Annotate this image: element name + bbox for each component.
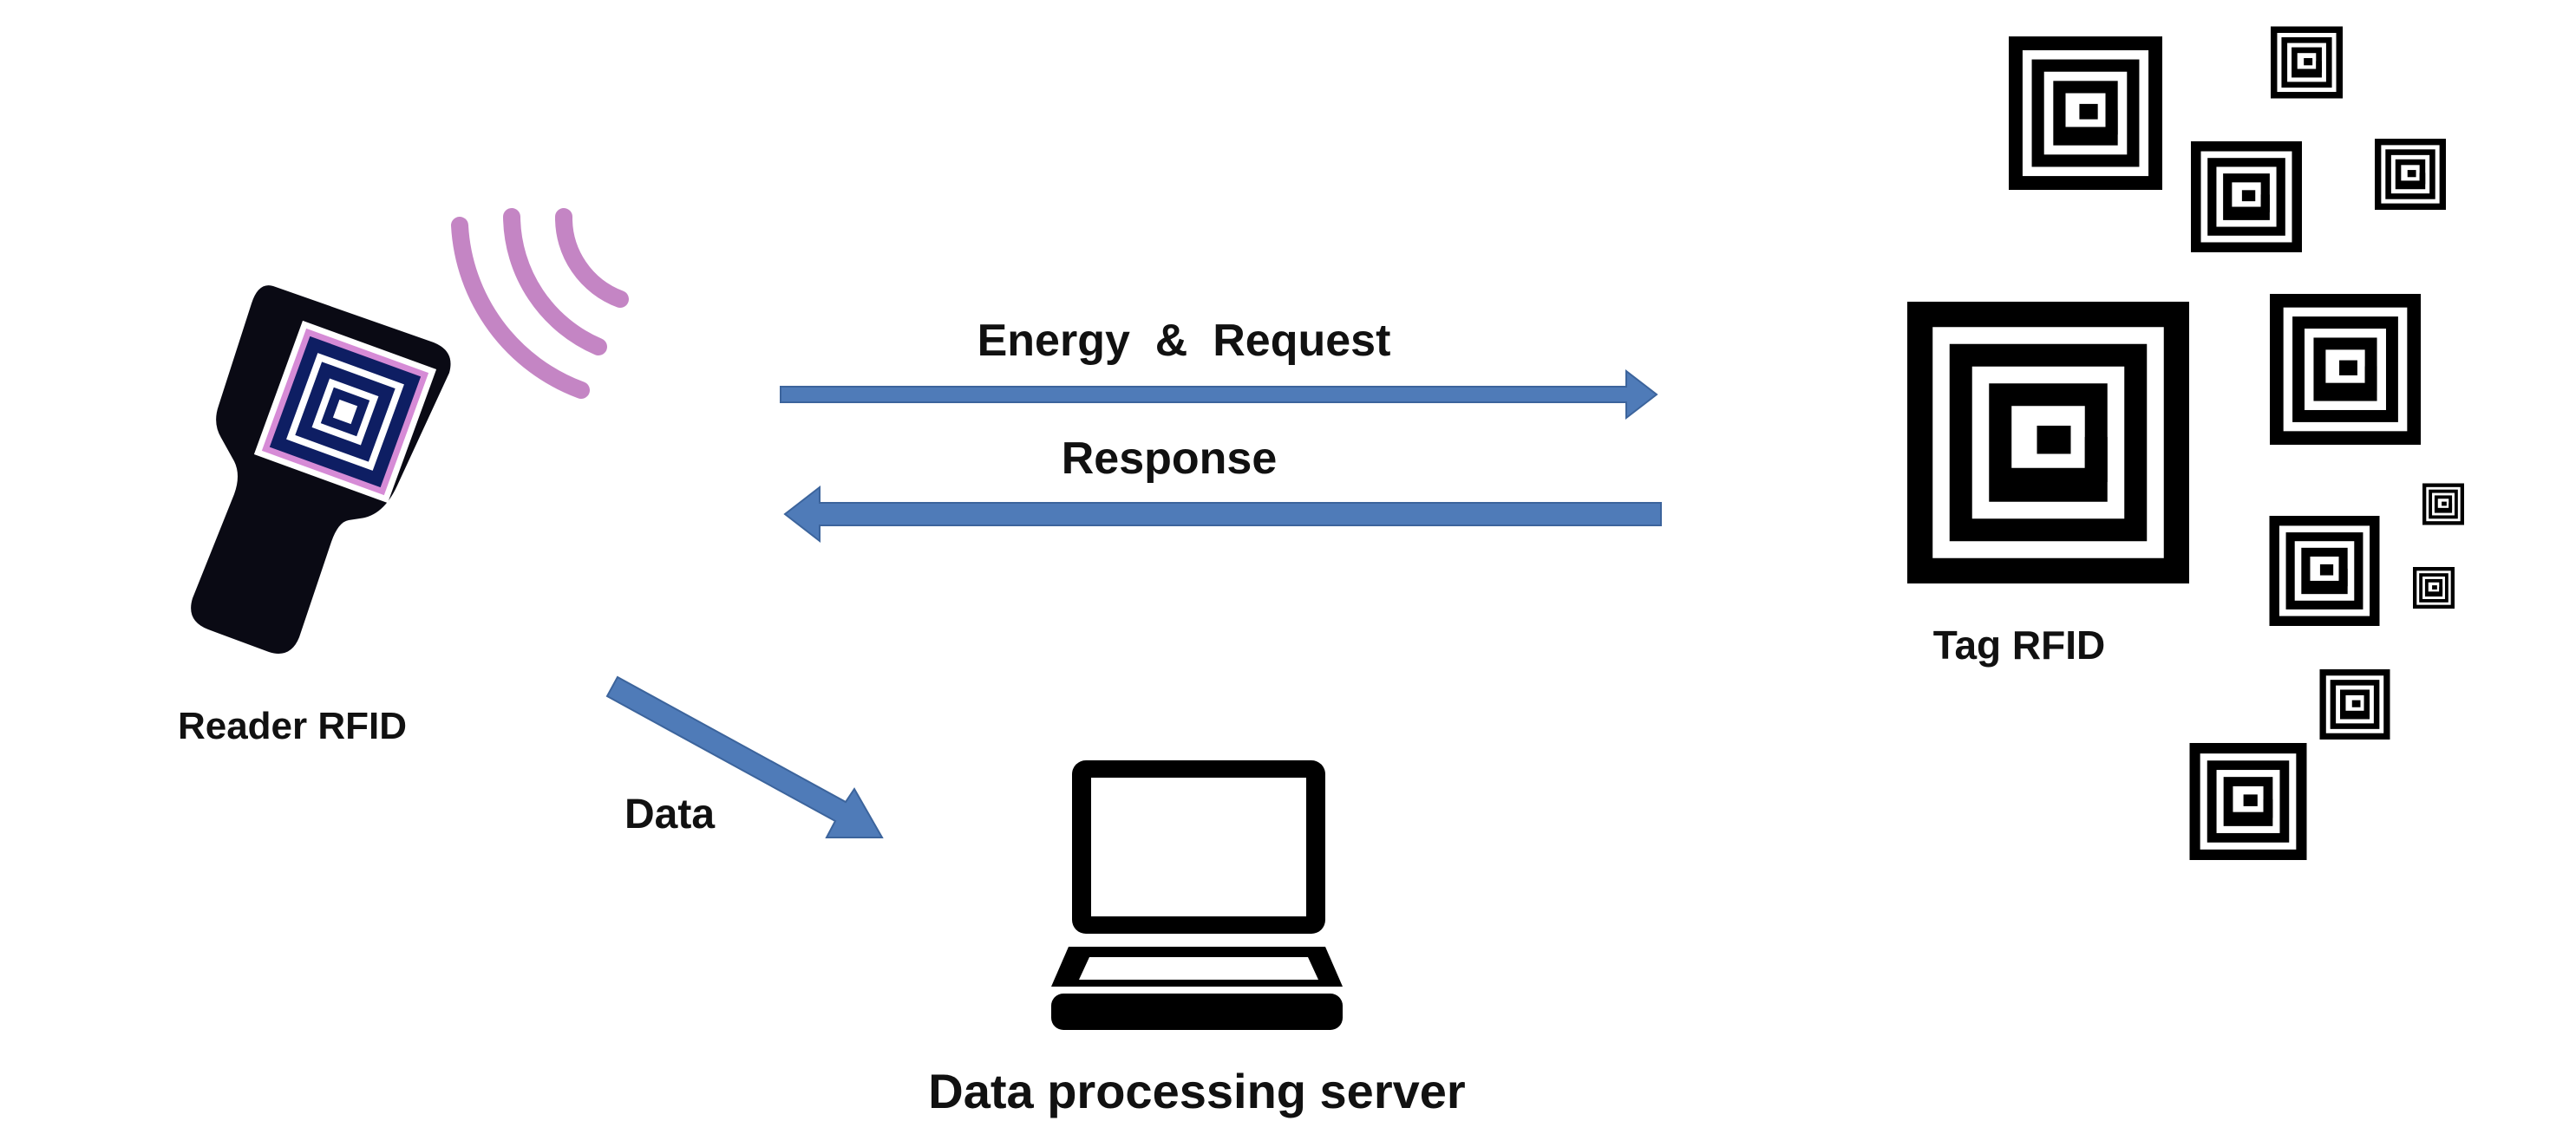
tag-mid-upper — [2191, 141, 2302, 252]
response-label: Response — [1062, 433, 1278, 484]
tag-label: Tag RFID — [1933, 622, 2105, 668]
data-arrow — [605, 675, 884, 838]
tag-top-left — [2009, 36, 2162, 190]
tag-bottom — [2189, 743, 2307, 860]
wave-middle — [503, 208, 607, 355]
server-label: Data processing server — [928, 1064, 1465, 1118]
wave-outer — [451, 217, 590, 399]
rfid-reader-icon — [191, 285, 451, 654]
energy-request-label: Energy & Request — [977, 316, 1391, 366]
tag-large — [1907, 302, 2189, 583]
wave-inner — [554, 208, 629, 308]
tag-top-small — [2271, 26, 2343, 99]
response-arrow — [783, 485, 1662, 544]
reader-label: Reader RFID — [178, 705, 407, 747]
energy-request-arrow — [780, 368, 1658, 420]
tag-right-mid — [2270, 294, 2421, 445]
tag-right-lower — [2269, 516, 2380, 626]
laptop-icon — [1051, 760, 1343, 1030]
radio-waves-icon — [451, 208, 629, 399]
tag-bottom-small — [2319, 669, 2390, 740]
rfid-tag-icon — [1907, 26, 2464, 860]
data-label: Data — [624, 792, 715, 837]
tag-tiny-upper — [2422, 483, 2464, 525]
tag-right-small — [2375, 139, 2446, 210]
tag-tiny-lower — [2413, 567, 2455, 609]
